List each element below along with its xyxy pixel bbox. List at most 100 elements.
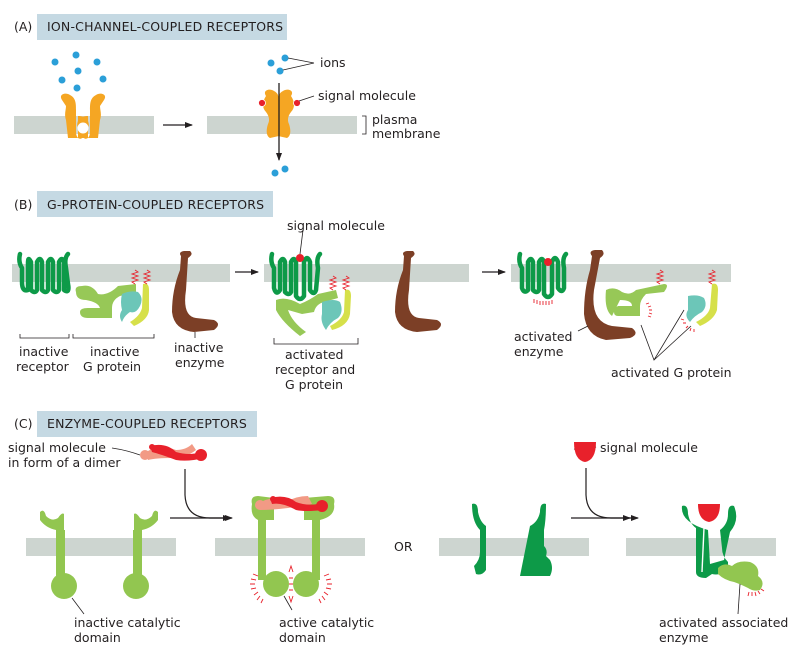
- ion: [271, 169, 279, 177]
- inactive-enzyme-label-1: inactive: [174, 340, 224, 355]
- activated-receptor-label-3: G protein: [285, 377, 343, 392]
- activation-rays: [533, 299, 553, 305]
- lipid-anchor: [328, 275, 351, 291]
- ions-leader: [282, 57, 315, 71]
- closed-ion-channel: [60, 93, 106, 139]
- signal-molecule-label-c: signal molecule: [600, 440, 698, 455]
- membrane-bracket: [362, 115, 367, 135]
- ion: [58, 76, 66, 84]
- inactive-enzyme: [172, 251, 218, 332]
- panel-c-letter: (C): [14, 416, 32, 431]
- binding-arrow: [585, 468, 631, 521]
- panel-b-title: G-PROTEIN-COUPLED RECEPTORS: [47, 197, 264, 212]
- ion: [281, 54, 289, 62]
- signal-molecule: [544, 258, 552, 266]
- activated-enzyme-label-2: enzyme: [514, 344, 564, 359]
- or-label: OR: [394, 539, 413, 554]
- lipid-anchor: [655, 269, 665, 285]
- plasma-membrane: [439, 538, 589, 556]
- dimer-leader: [111, 447, 141, 456]
- activated-receptor: [517, 251, 569, 300]
- ion: [74, 67, 82, 75]
- plasma-membrane: [26, 538, 176, 556]
- inactive-gprotein-label-1: inactive: [90, 344, 140, 359]
- panel-a-letter: (A): [14, 19, 32, 34]
- activated-receptor-label-1: activated: [285, 347, 344, 362]
- active-single-chain-receptor: [681, 504, 765, 597]
- inactive-g-protein: [75, 269, 152, 326]
- enzyme-leader: [577, 325, 589, 332]
- bound-signal-molecule: [698, 504, 720, 522]
- inactive-receptor: [17, 251, 71, 295]
- activated-gprotein-label: activated G protein: [611, 365, 732, 380]
- signal-molecule: [258, 99, 266, 107]
- activation-rays: [747, 588, 765, 597]
- phosphorylation-marks: [288, 564, 294, 604]
- plasma-membrane: [12, 264, 230, 282]
- activated-receptor: [269, 251, 323, 302]
- enzyme-leader: [737, 583, 741, 615]
- activated-g-protein-complex: [276, 275, 351, 336]
- ion: [73, 84, 81, 92]
- activated-enzyme-label-1: activated: [514, 329, 573, 344]
- signal-molecule: [293, 99, 301, 107]
- ion: [93, 58, 101, 66]
- inactive-single-chain-receptor: [472, 503, 552, 576]
- ion: [281, 165, 289, 173]
- domain-leader: [71, 597, 85, 615]
- membrane-label-1: plasma: [372, 112, 417, 127]
- binding-arrow: [184, 469, 231, 521]
- inactive-enzyme-receptors: [40, 510, 158, 599]
- assoc-enzyme-label-1: activated associated: [659, 615, 788, 630]
- inactive-enzyme: [395, 251, 441, 332]
- activated-g-alpha: [605, 269, 667, 318]
- signal-leader: [299, 229, 304, 255]
- gprotein-leaders: [640, 309, 692, 361]
- activated-g-beta-gamma: [680, 269, 718, 332]
- inactive-receptor-label-2: receptor: [16, 359, 70, 374]
- ion: [99, 75, 107, 83]
- plasma-membrane: [215, 538, 365, 556]
- dimer-label-1: signal molecule: [8, 440, 106, 455]
- active-domain-label-1: active catalytic: [279, 615, 374, 630]
- active-domain-label-2: domain: [279, 630, 326, 645]
- dimer-label-2: in form of a dimer: [8, 455, 121, 470]
- inactive-receptor-label-1: inactive: [19, 344, 69, 359]
- signal-leader: [298, 95, 315, 102]
- inactive-gprotein-label-2: G protein: [83, 359, 141, 374]
- active-enzyme-receptors: [250, 496, 335, 604]
- panel-c-title: ENZYME-COUPLED RECEPTORS: [47, 416, 247, 431]
- bracket: [72, 334, 155, 339]
- activation-rays: [250, 573, 332, 604]
- panel-a: (A) ION-CHANNEL-COUPLED RECEPTORS: [14, 14, 441, 177]
- ions-cluster: [51, 51, 107, 92]
- panel-b-letter: (B): [14, 197, 32, 212]
- activated-receptor-label-2: receptor and: [275, 362, 355, 377]
- ion: [276, 67, 284, 75]
- membrane-label-2: membrane: [372, 126, 441, 141]
- assoc-enzyme-label-2: enzyme: [659, 630, 709, 645]
- panel-a-title: ION-CHANNEL-COUPLED RECEPTORS: [47, 19, 283, 34]
- lipid-anchor: [130, 269, 152, 285]
- ions-label: ions: [320, 55, 346, 70]
- ion: [51, 58, 59, 66]
- activation-rays: [645, 302, 653, 318]
- inactive-domain-label-1: inactive catalytic: [74, 615, 181, 630]
- lipid-anchor: [707, 269, 717, 285]
- signal-molecule: [296, 254, 304, 262]
- dimer-signal-molecule: [140, 444, 207, 461]
- associated-enzyme: [718, 561, 763, 591]
- signal-molecule-label: signal molecule: [318, 88, 416, 103]
- domain-leader: [283, 595, 293, 611]
- panel-b-header-bg: [37, 191, 273, 217]
- inactive-enzyme-label-2: enzyme: [175, 355, 225, 370]
- ion: [72, 51, 80, 59]
- signal-molecule: [574, 442, 596, 462]
- open-ion-channel: [263, 89, 294, 138]
- ions-above: [267, 54, 289, 177]
- panel-c-header-bg: [37, 411, 257, 437]
- inactive-domain-label-2: domain: [74, 630, 121, 645]
- panel-a-header-bg: [37, 14, 287, 40]
- panel-b: (B) G-PROTEIN-COUPLED RECEPTORS inactive…: [12, 191, 732, 392]
